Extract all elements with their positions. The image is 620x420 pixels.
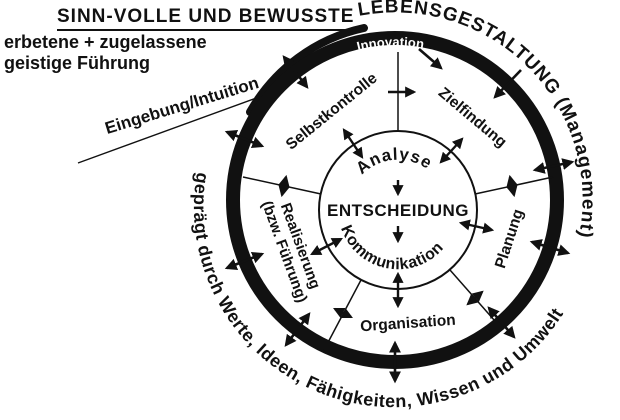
- core-exchange-arrows: [310, 128, 495, 309]
- innovation-in-arrow: [418, 48, 443, 70]
- ring-arrow-left-lower: [224, 252, 265, 270]
- ring-arrow-left-upper: [224, 130, 265, 148]
- flow-arrow-upper-right: [506, 174, 518, 198]
- ring-arrow-right-upper: [532, 158, 575, 174]
- divider-lower-right: [449, 269, 503, 330]
- core-center-label: ENTSCHEIDUNG: [327, 201, 469, 220]
- core-arrow-planung: [458, 219, 495, 234]
- flow-arrow-left: [278, 174, 290, 198]
- core-arrow-zielfindung: [439, 137, 464, 164]
- note-line-2: geistige Führung: [4, 53, 150, 73]
- ring-arrow-upper-left: [282, 55, 309, 89]
- core-arrow-selbstkontrolle: [342, 128, 364, 159]
- core-arrow-realisierung: [310, 237, 343, 256]
- note-line-1: erbetene + zugelassene: [4, 32, 207, 52]
- ring-arrow-lower-right: [487, 306, 516, 339]
- intuition-line: [77, 88, 282, 164]
- page-title: SINN-VOLLE UND BEWUSSTE: [57, 6, 355, 31]
- divider-flow-arrows: [278, 86, 518, 319]
- innovation-label: Innovation: [355, 34, 425, 54]
- ring-exchange-arrows: [224, 48, 575, 384]
- divider-lower-left: [323, 279, 362, 351]
- ring-arrow-top-right-in: [493, 69, 522, 99]
- flow-arrow-lower-right: [466, 290, 484, 306]
- ring-arrow-right: [529, 239, 571, 256]
- innovation-text: Innovation: [355, 34, 425, 54]
- ring-arrow-bottom-left: [284, 312, 311, 347]
- flow-arrow-lower-left: [333, 307, 353, 319]
